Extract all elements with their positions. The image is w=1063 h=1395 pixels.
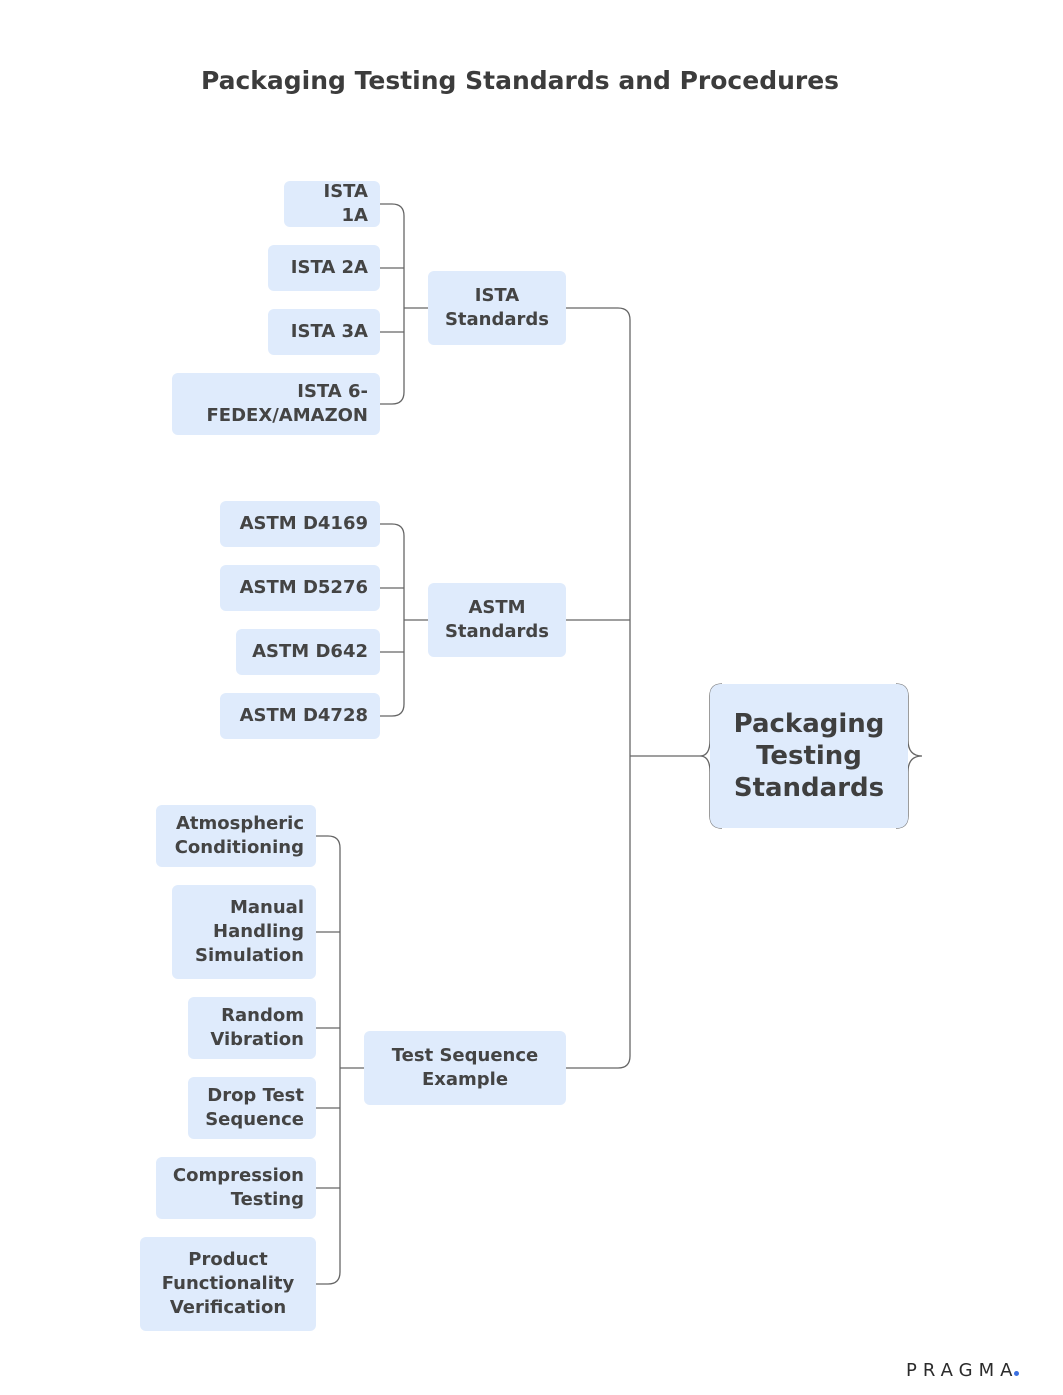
diagram-title: Packaging Testing Standards and Procedur…	[200, 66, 840, 95]
ista-2a-label: ISTA 2A	[290, 257, 368, 278]
astm-bracket	[380, 523, 405, 717]
random-vibration-label: Random Vibration	[210, 1005, 304, 1050]
compression-testing-node[interactable]: Compression Testing	[156, 1157, 316, 1219]
ista-1a-label: ISTA 1A	[323, 181, 368, 226]
brand-text: PRAGMA	[906, 1360, 1019, 1381]
product-functionality-label: Product Functionality Verification	[161, 1249, 295, 1318]
atmospheric-conditioning-label: Atmospheric Conditioning	[174, 813, 304, 858]
ista-standards-node[interactable]: ISTA Standards	[428, 271, 566, 345]
product-functionality-node[interactable]: Product Functionality Verification	[140, 1237, 316, 1331]
astm-d5276-node[interactable]: ASTM D5276	[220, 565, 380, 611]
astm-d642-label: ASTM D642	[252, 641, 368, 662]
ista-3a-node[interactable]: ISTA 3A	[268, 309, 380, 355]
manual-handling-node[interactable]: Manual Handling Simulation	[172, 885, 316, 979]
ista-6-node[interactable]: ISTA 6- FEDEX/AMAZON	[172, 373, 380, 435]
compression-testing-label: Compression Testing	[172, 1165, 304, 1210]
manual-handling-label: Manual Handling Simulation	[195, 897, 304, 966]
drop-test-label: Drop Test Sequence	[205, 1085, 304, 1130]
test-sequence-node[interactable]: Test Sequence Example	[364, 1031, 566, 1105]
astm-d4728-label: ASTM D4728	[239, 705, 368, 726]
ista-2a-node[interactable]: ISTA 2A	[268, 245, 380, 291]
trunk-line	[566, 307, 631, 1069]
astm-standards-node[interactable]: ASTM Standards	[428, 583, 566, 657]
astm-standards-label: ASTM Standards	[444, 597, 550, 642]
brand-logo: PRAGMA	[906, 1360, 1020, 1381]
atmospheric-conditioning-node[interactable]: Atmospheric Conditioning	[156, 805, 316, 867]
drop-test-node[interactable]: Drop Test Sequence	[188, 1077, 316, 1139]
astm-d4169-node[interactable]: ASTM D4169	[220, 501, 380, 547]
sequence-bracket	[316, 835, 341, 1285]
ista-bracket	[380, 203, 405, 405]
random-vibration-node[interactable]: Random Vibration	[188, 997, 316, 1059]
root-label: Packaging Testing Standards	[733, 709, 885, 803]
ista-standards-label: ISTA Standards	[444, 285, 550, 330]
astm-d642-node[interactable]: ASTM D642	[236, 629, 380, 675]
test-sequence-label: Test Sequence Example	[391, 1045, 539, 1090]
astm-d4728-node[interactable]: ASTM D4728	[220, 693, 380, 739]
astm-d4169-label: ASTM D4169	[239, 513, 368, 534]
brand-dot-icon	[1014, 1371, 1020, 1376]
ista-6-label: ISTA 6- FEDEX/AMAZON	[206, 381, 368, 426]
root-node[interactable]: Packaging Testing Standards	[710, 684, 908, 828]
ista-3a-label: ISTA 3A	[290, 321, 368, 342]
ista-1a-node[interactable]: ISTA 1A	[284, 181, 380, 227]
astm-d5276-label: ASTM D5276	[239, 577, 368, 598]
